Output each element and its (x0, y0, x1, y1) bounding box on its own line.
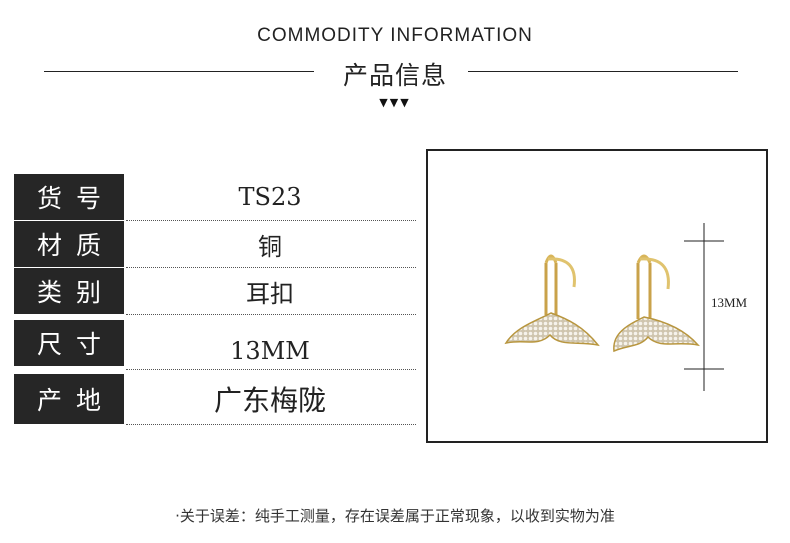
triangle-down-icon: ▼▼▼ (379, 96, 411, 109)
spec-label: 产地 (14, 374, 124, 424)
row-divider (126, 220, 416, 221)
spec-row-material: 材质 铜 (14, 221, 416, 268)
chinese-title: 产品信息 (342, 61, 447, 90)
spec-value: 13MM (230, 337, 310, 365)
spec-label: 货号 (14, 174, 124, 220)
spec-row-origin: 产地 广东梅陇 (14, 374, 416, 425)
spec-label: 类别 (14, 268, 124, 314)
dimension-label: 13MM (711, 295, 748, 310)
spec-value: 广东梅陇 (213, 384, 326, 417)
spec-row-item-number: 货号 TS23 (14, 174, 416, 221)
spec-value: 耳扣 (246, 279, 294, 308)
row-divider (126, 314, 416, 315)
spec-label: 尺寸 (14, 320, 124, 366)
row-divider (126, 424, 416, 425)
left-earring (504, 254, 600, 347)
row-divider (126, 369, 416, 370)
row-divider (126, 267, 416, 268)
right-earring (613, 254, 700, 353)
spec-value: TS23 (238, 183, 302, 211)
error-note: ·关于误差：纯手工测量，存在误差属于正常现象，以收到实物为准 (175, 507, 615, 525)
title-rule-right (468, 71, 738, 72)
spec-label: 材质 (14, 221, 124, 267)
english-title: COMMODITY INFORMATION (257, 25, 533, 46)
earring-illustration (504, 223, 724, 391)
spec-value: 铜 (258, 232, 282, 261)
dimension-marker (684, 223, 724, 391)
title-rule-left (44, 71, 314, 72)
spec-row-category: 类别 耳扣 (14, 268, 416, 315)
spec-row-size: 尺寸 13MM (14, 320, 416, 370)
product-photo (426, 149, 768, 443)
